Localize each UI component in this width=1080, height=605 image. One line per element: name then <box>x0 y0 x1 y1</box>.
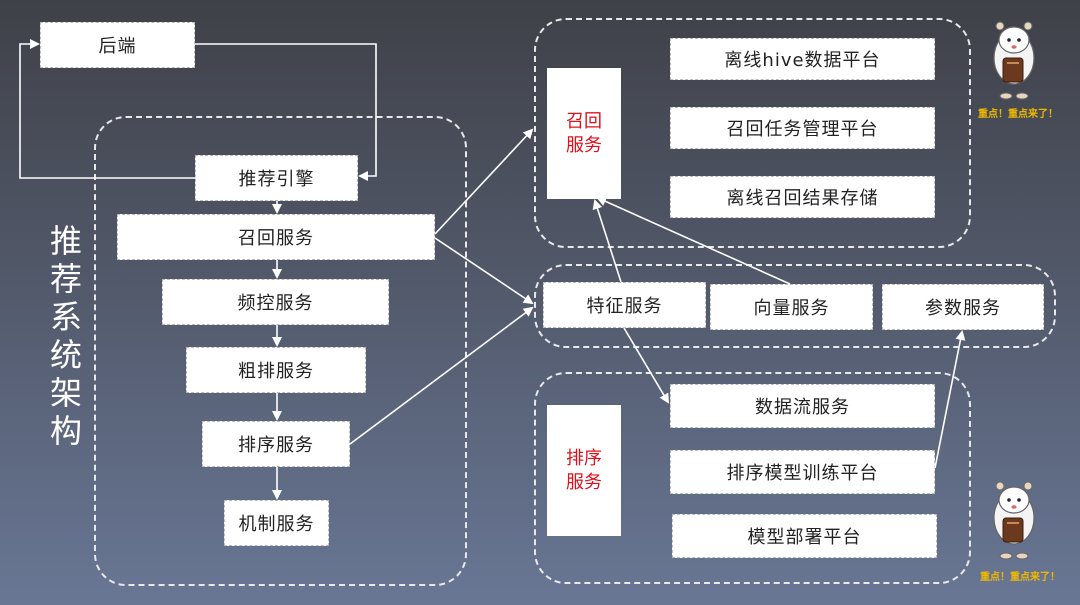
backend-node: 后端 <box>40 22 195 68</box>
title-char: 统 <box>49 336 82 374</box>
rank-group-label-line: 排序 <box>566 447 602 469</box>
mechanism-service-node: 机制服务 <box>224 500 329 546</box>
rank-group-label: 排序 服务 <box>547 405 621 536</box>
title-char: 推 <box>49 222 82 260</box>
engine-node: 推荐引擎 <box>195 155 358 201</box>
freq-service-node: 频控服务 <box>162 279 389 325</box>
vector-to-recall-group-arrow <box>596 196 791 285</box>
rank-region <box>534 372 971 584</box>
rank-group-label-line: 服务 <box>566 471 602 493</box>
hamster-mascot-icon <box>993 481 1035 560</box>
page-title: 推 荐 系 统 架 构 <box>46 222 86 450</box>
recall-region <box>534 18 971 248</box>
training-to-param-arrow <box>934 330 966 469</box>
mascot-caption-top: 重点！重点来了！ <box>978 109 1058 120</box>
recall-group-label-line: 召回 <box>566 110 602 132</box>
recall-service-node: 召回服务 <box>117 214 435 260</box>
backend-to-engine-arrow <box>195 43 377 181</box>
mascot-caption-bottom: 重点！重点来了！ <box>980 572 1060 583</box>
hamster-mascot-icon <box>993 21 1035 100</box>
rank-service-node: 排序服务 <box>202 421 350 467</box>
rank-model-training-node: 排序模型训练平台 <box>670 450 935 494</box>
offline-recall-store-node: 离线召回结果存储 <box>670 176 935 218</box>
title-char: 构 <box>49 412 82 450</box>
recall-group-label-line: 服务 <box>566 134 602 156</box>
feature-to-recall-group-arrow <box>592 199 622 283</box>
param-service-node: 参数服务 <box>882 284 1044 330</box>
title-char: 架 <box>49 374 82 412</box>
vector-service-node: 向量服务 <box>710 284 873 330</box>
offline-hive-node: 离线hive数据平台 <box>670 38 935 80</box>
feature-service-node: 特征服务 <box>543 282 706 328</box>
recall-service-to-recall-group-arrow <box>434 128 534 235</box>
coarse-service-node: 粗排服务 <box>186 347 366 393</box>
feature-to-dataflow-arrow <box>623 327 670 404</box>
dataflow-service-node: 数据流服务 <box>670 384 935 428</box>
recall-task-mgmt-node: 召回任务管理平台 <box>670 107 935 149</box>
engine-region <box>94 116 467 586</box>
recall-service-to-feature-arrow <box>434 237 534 305</box>
engine-to-backend-arrow <box>19 39 195 179</box>
rank-service-to-feature-arrow <box>349 306 534 445</box>
title-char: 荐 <box>49 260 82 298</box>
model-deploy-node: 模型部署平台 <box>672 514 937 558</box>
title-char: 系 <box>49 298 82 336</box>
feature-region <box>534 264 1056 348</box>
recall-group-label: 召回 服务 <box>547 68 621 199</box>
